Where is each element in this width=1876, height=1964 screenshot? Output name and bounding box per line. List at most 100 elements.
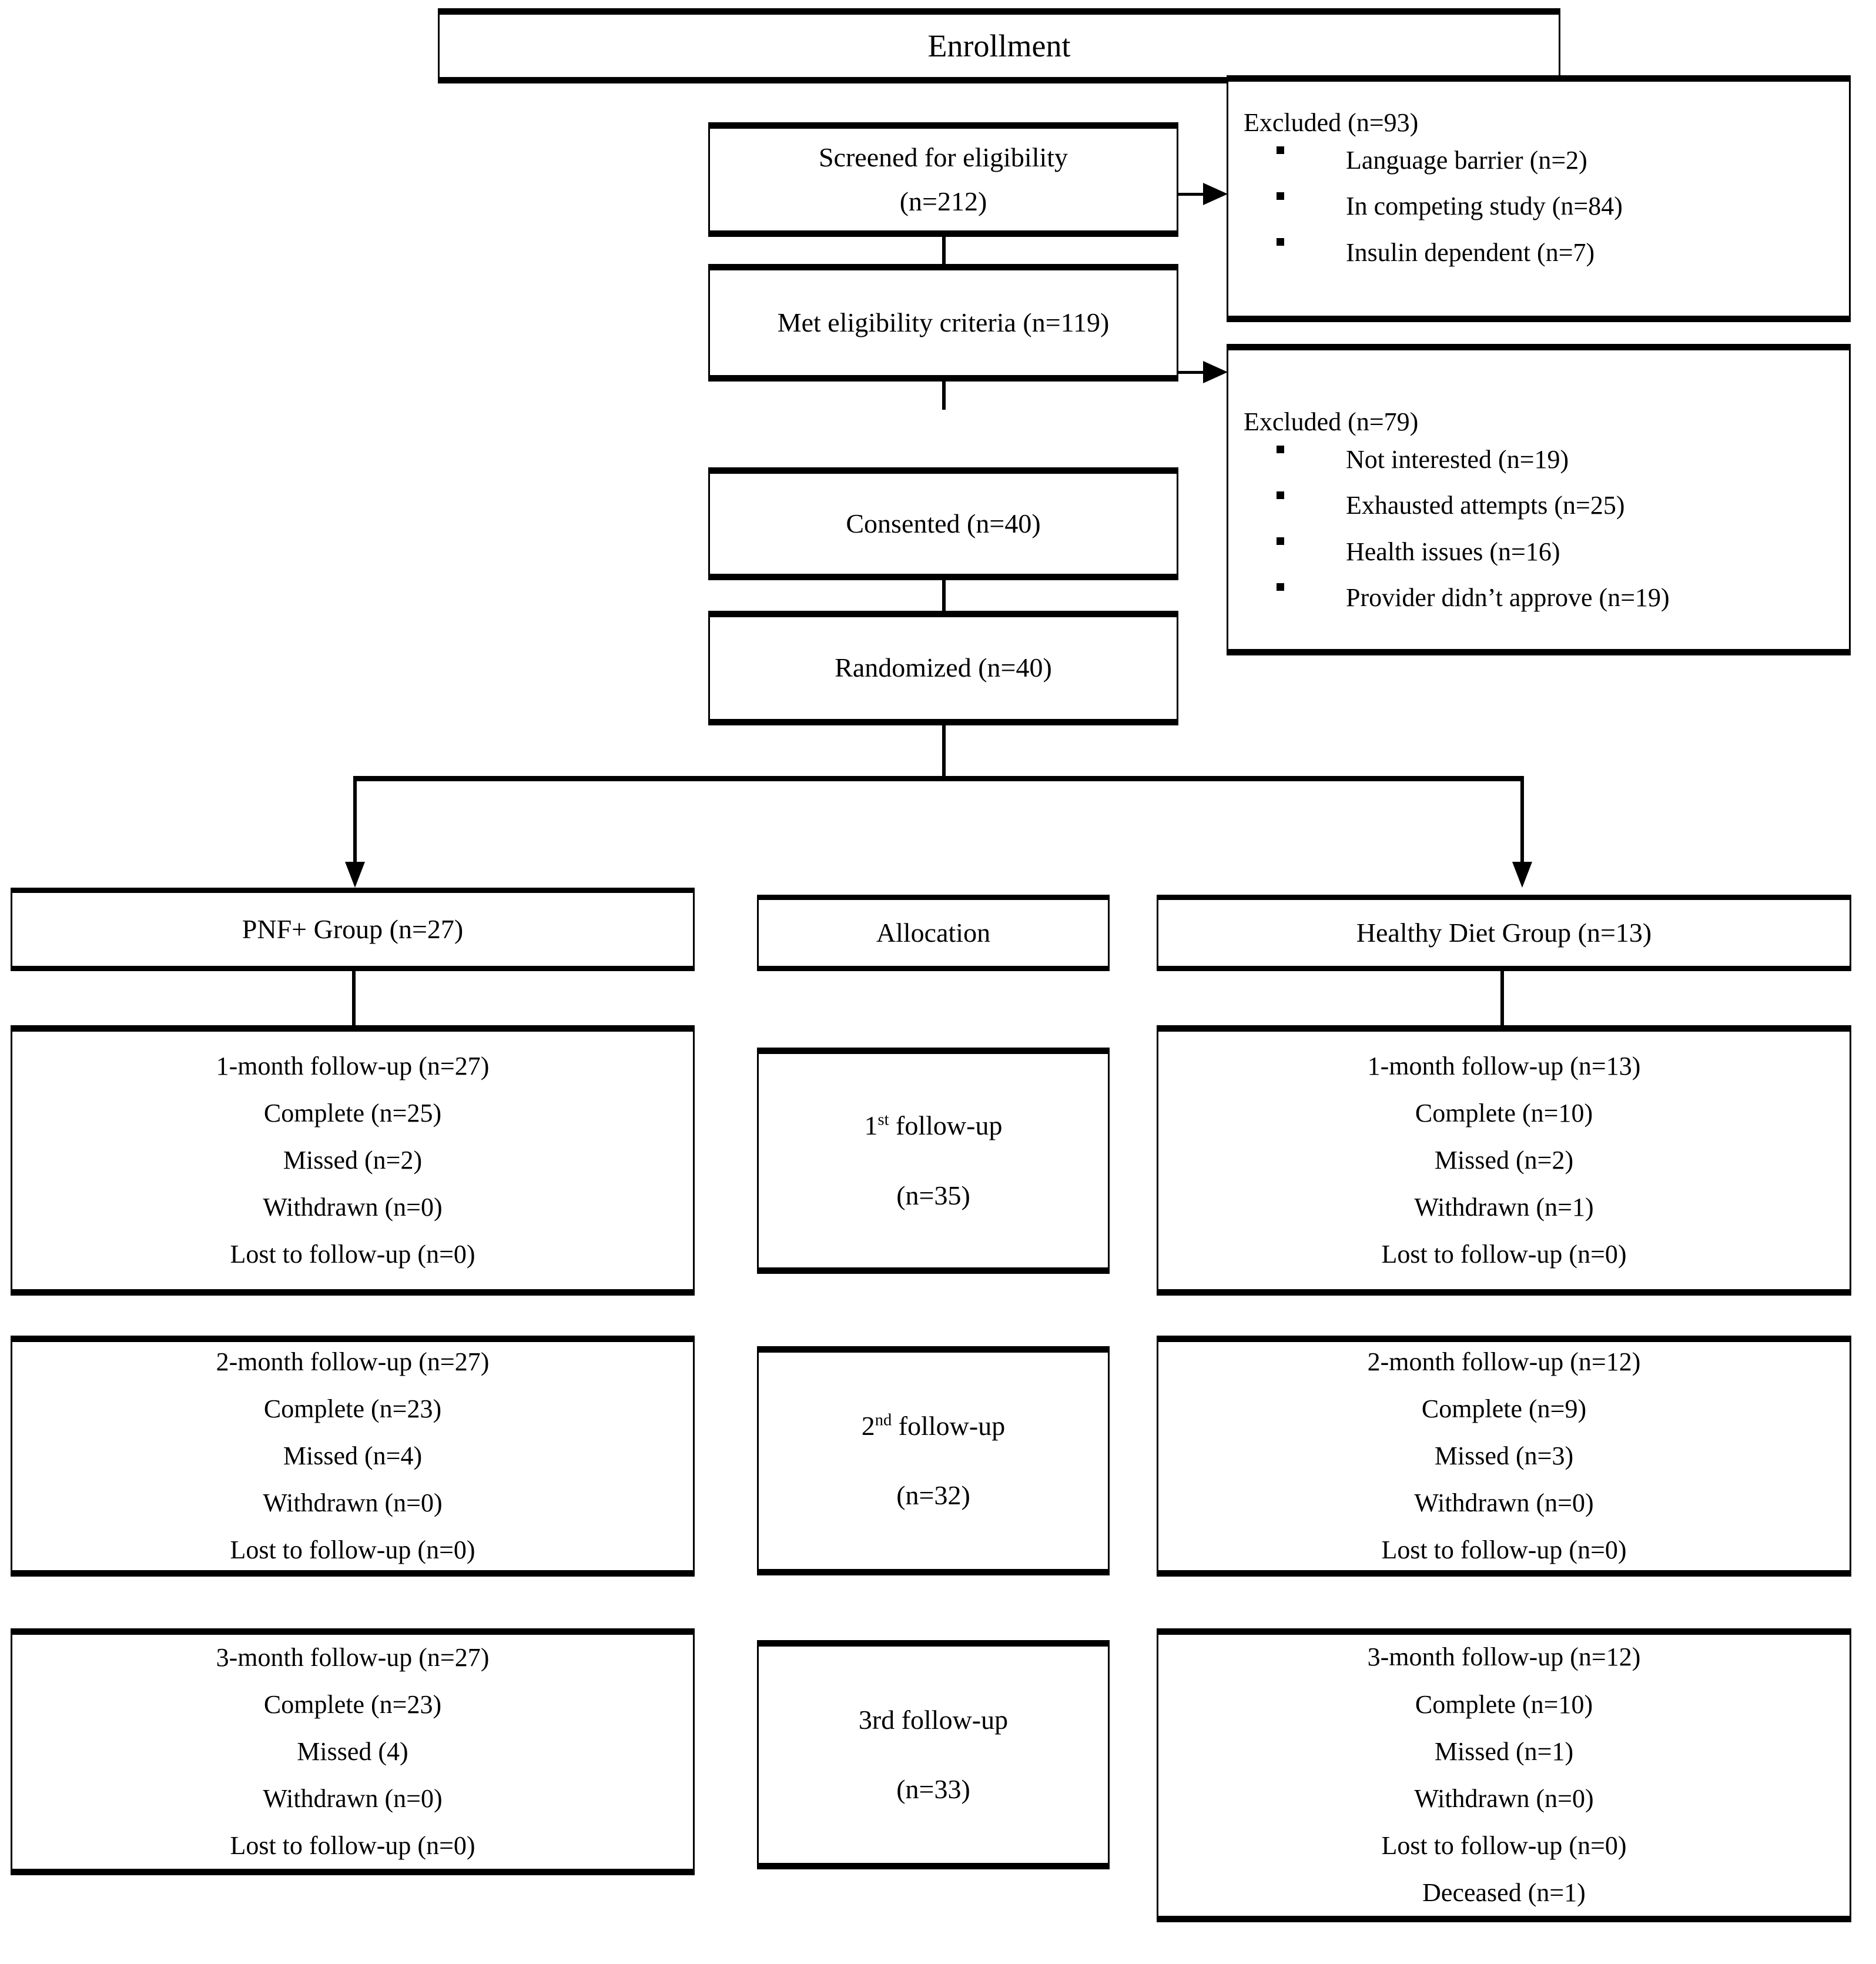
excluded-2-heading: Excluded (n=79) bbox=[1244, 407, 1419, 436]
excluded-1-reason: Language barrier (n=2) bbox=[1346, 146, 1587, 175]
randomized-box: Randomized (n=40) bbox=[708, 611, 1178, 725]
arrowhead-icon bbox=[345, 862, 365, 888]
arrowhead-icon bbox=[1512, 862, 1532, 888]
list-item: In competing study (n=84) bbox=[1277, 183, 1623, 229]
followup-complete: Complete (n=25) bbox=[263, 1098, 442, 1127]
followup-title: 2-month follow-up (n=27) bbox=[216, 1347, 490, 1376]
intervention-followup-1-box: 1-month follow-up (n=27) Complete (n=25)… bbox=[11, 1025, 695, 1296]
allocation-header-box: Allocation bbox=[757, 895, 1110, 971]
followup-lost: Lost to follow-up (n=0) bbox=[1381, 1240, 1627, 1269]
middle-followup-ordinal-suffix: nd bbox=[875, 1411, 892, 1430]
connector-randomized-stem bbox=[942, 725, 946, 778]
followup-title: 3-month follow-up (n=12) bbox=[1367, 1642, 1641, 1672]
list-item: Health issues (n=16) bbox=[1277, 529, 1670, 575]
eligibility-label: Met eligibility criteria (n=119) bbox=[777, 307, 1110, 337]
middle-followup-count: (n=32) bbox=[896, 1480, 970, 1510]
followup-title: 3-month follow-up (n=27) bbox=[216, 1642, 490, 1672]
middle-followup-ordinal: 1 bbox=[864, 1110, 878, 1141]
excluded-1-reason: In competing study (n=84) bbox=[1346, 192, 1623, 221]
excluded-2-reason: Not interested (n=19) bbox=[1346, 445, 1569, 474]
followup-missed: Missed (n=2) bbox=[283, 1145, 423, 1175]
bullet-icon bbox=[1277, 146, 1284, 154]
enrollment-header-label: Enrollment bbox=[927, 28, 1071, 63]
connector-to-intervention-group bbox=[353, 776, 357, 875]
screened-line-2: (n=212) bbox=[899, 186, 987, 216]
followup-withdrawn: Withdrawn (n=0) bbox=[263, 1193, 443, 1222]
enrollment-header-box: Enrollment bbox=[438, 8, 1560, 83]
followup-lost: Lost to follow-up (n=0) bbox=[1381, 1831, 1627, 1861]
list-item: Insulin dependent (n=7) bbox=[1277, 230, 1623, 276]
control-followup-1-box: 1-month follow-up (n=13) Complete (n=10)… bbox=[1157, 1025, 1851, 1296]
control-followup-3-box: 3-month follow-up (n=12) Complete (n=10)… bbox=[1157, 1628, 1851, 1922]
randomized-label: Randomized (n=40) bbox=[835, 653, 1052, 683]
middle-followup-ordinal: 2 bbox=[861, 1410, 875, 1441]
bullet-icon bbox=[1277, 491, 1284, 499]
middle-followup-ordinal: 3rd bbox=[858, 1704, 895, 1735]
middle-followup-count: (n=35) bbox=[896, 1180, 970, 1210]
list-item: Provider didn’t approve (n=19) bbox=[1277, 575, 1670, 621]
list-item: Not interested (n=19) bbox=[1277, 437, 1670, 483]
followup-title: 1-month follow-up (n=13) bbox=[1367, 1051, 1641, 1080]
followup-complete: Complete (n=10) bbox=[1415, 1098, 1593, 1127]
followup-missed: Missed (4) bbox=[297, 1737, 408, 1766]
followup-complete: Complete (n=9) bbox=[1421, 1394, 1587, 1423]
followup-missed: Missed (n=1) bbox=[1434, 1737, 1574, 1766]
screened-box: Screened for eligibility (n=212) bbox=[708, 122, 1178, 237]
allocation-header-label: Allocation bbox=[876, 917, 991, 948]
bullet-icon bbox=[1277, 445, 1284, 453]
bullet-icon bbox=[1277, 583, 1284, 591]
intervention-followup-2-box: 2-month follow-up (n=27) Complete (n=23)… bbox=[11, 1336, 695, 1577]
arrowhead-icon bbox=[1203, 361, 1228, 383]
followup-withdrawn: Withdrawn (n=0) bbox=[1414, 1488, 1594, 1518]
consented-box: Consented (n=40) bbox=[708, 467, 1178, 580]
middle-followup-label: 3rd follow-up bbox=[759, 1704, 1108, 1735]
followup-missed: Missed (n=2) bbox=[1434, 1145, 1574, 1175]
followup-lost: Lost to follow-up (n=0) bbox=[230, 1831, 475, 1861]
connector-eligible-to-consented bbox=[942, 382, 946, 410]
intervention-group-label: PNF+ Group (n=27) bbox=[242, 914, 464, 944]
bullet-icon bbox=[1277, 192, 1284, 200]
followup-lost: Lost to follow-up (n=0) bbox=[230, 1240, 475, 1269]
excluded-1-reason-list: Language barrier (n=2) In competing stud… bbox=[1228, 138, 1623, 276]
followup-lost: Lost to follow-up (n=0) bbox=[230, 1535, 475, 1565]
middle-followup-label: 2nd follow-up bbox=[759, 1410, 1108, 1441]
followup-withdrawn: Withdrawn (n=0) bbox=[1414, 1784, 1594, 1813]
excluded-2-box: Excluded (n=79) Not interested (n=19) Ex… bbox=[1227, 344, 1851, 655]
followup-deceased: Deceased (n=1) bbox=[1422, 1878, 1586, 1908]
followup-withdrawn: Withdrawn (n=1) bbox=[1414, 1193, 1594, 1222]
middle-followup-3-box: 3rd follow-up (n=33) bbox=[757, 1640, 1110, 1869]
middle-followup-1-box: 1st follow-up (n=35) bbox=[757, 1048, 1110, 1274]
connector-consented-to-randomized bbox=[942, 580, 946, 611]
followup-missed: Missed (n=3) bbox=[1434, 1441, 1574, 1470]
middle-followup-text: follow-up bbox=[892, 1410, 1006, 1441]
middle-followup-2-box: 2nd follow-up (n=32) bbox=[757, 1346, 1110, 1575]
connector-intervention-to-followup-1 bbox=[352, 971, 356, 1025]
middle-followup-label: 1st follow-up bbox=[759, 1112, 1108, 1140]
connector-to-control-group bbox=[1520, 776, 1524, 875]
intervention-group-box: PNF+ Group (n=27) bbox=[11, 888, 695, 971]
control-followup-2-box: 2-month follow-up (n=12) Complete (n=9) … bbox=[1157, 1336, 1851, 1577]
bullet-icon bbox=[1277, 537, 1284, 546]
intervention-followup-3-box: 3-month follow-up (n=27) Complete (n=23)… bbox=[11, 1628, 695, 1875]
middle-followup-ordinal-suffix: st bbox=[877, 1110, 889, 1129]
followup-complete: Complete (n=23) bbox=[263, 1394, 442, 1423]
connector-allocation-bar bbox=[353, 776, 1524, 781]
connector-control-to-followup-1 bbox=[1500, 971, 1504, 1025]
followup-title: 2-month follow-up (n=12) bbox=[1367, 1347, 1641, 1376]
middle-followup-count: (n=33) bbox=[896, 1774, 970, 1804]
control-group-label: Healthy Diet Group (n=13) bbox=[1356, 917, 1652, 948]
excluded-2-reason: Exhausted attempts (n=25) bbox=[1346, 491, 1625, 520]
excluded-1-reason: Insulin dependent (n=7) bbox=[1346, 237, 1595, 267]
followup-missed: Missed (n=4) bbox=[283, 1441, 423, 1470]
excluded-1-box: Excluded (n=93) Language barrier (n=2) I… bbox=[1227, 75, 1851, 322]
followup-withdrawn: Withdrawn (n=0) bbox=[263, 1488, 443, 1518]
excluded-1-heading: Excluded (n=93) bbox=[1244, 108, 1419, 137]
middle-followup-text: follow-up bbox=[895, 1704, 1009, 1735]
eligibility-box: Met eligibility criteria (n=119) bbox=[708, 264, 1178, 382]
followup-complete: Complete (n=23) bbox=[263, 1689, 442, 1719]
connector-screened-to-eligible bbox=[942, 237, 946, 264]
followup-title: 1-month follow-up (n=27) bbox=[216, 1051, 490, 1080]
middle-followup-text: follow-up bbox=[889, 1110, 1003, 1141]
arrowhead-icon bbox=[1203, 183, 1228, 205]
